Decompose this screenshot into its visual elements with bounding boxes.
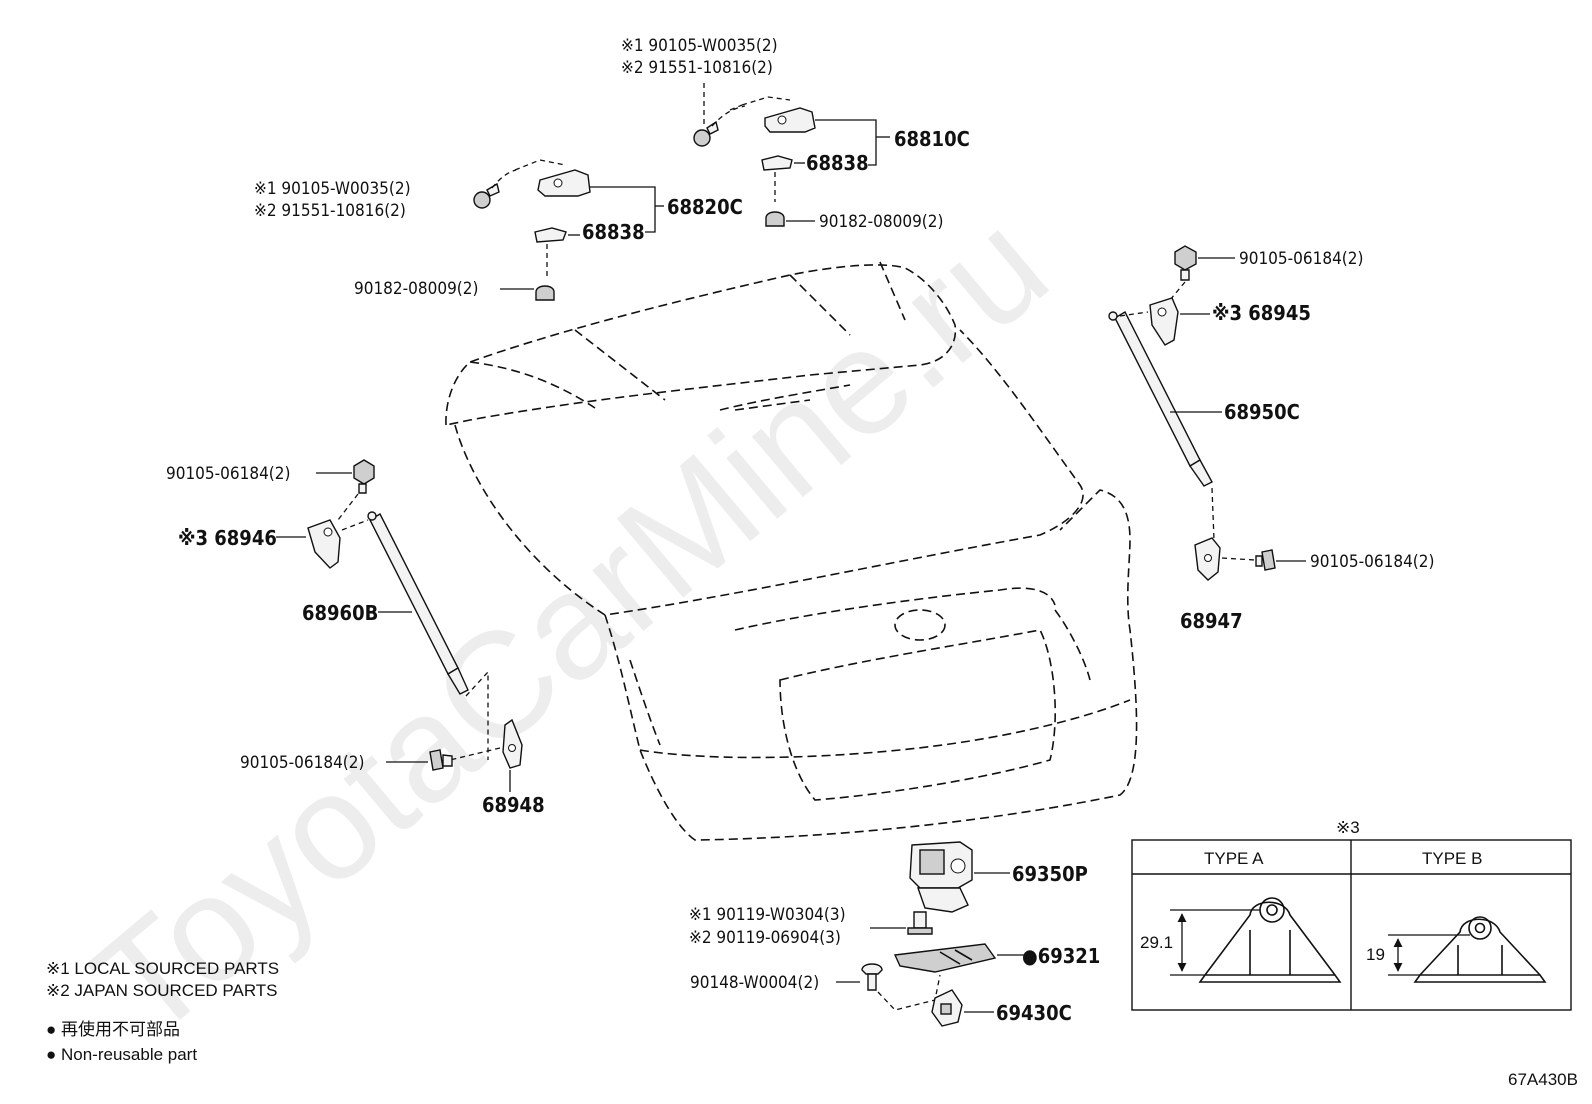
callout-90105-right-bottom: 90105-06184(2) [1310,552,1434,572]
type-a-bracket-drawing [1170,897,1342,983]
nut-90182-08009-right[interactable] [765,211,785,227]
switch-69430c[interactable] [931,989,963,1027]
screw-90119[interactable] [907,911,933,935]
callout-68948: 68948 [482,793,545,817]
callout-69321: ●69321 [1022,944,1100,968]
diagram-code: 67A430B [1508,1070,1578,1089]
callout-68820-note2: ※2 91551-10816(2) [254,201,406,221]
lock-assembly-69350p[interactable] [909,841,973,913]
callout-90105-right-top: 90105-06184(2) [1239,249,1363,269]
legend-local-sourced: ※1 LOCAL SOURCED PARTS [46,959,279,978]
type-a-dimension: 29.1 [1140,933,1173,952]
type-b-dimension: 19 [1366,945,1385,964]
callout-68810-note1: ※1 90105-W0035(2) [621,36,778,56]
bolt-90105-06184-right-bottom[interactable] [1255,549,1276,571]
bolt-90105-w0035-top-right[interactable] [693,120,719,147]
bracket-68948[interactable] [502,718,523,769]
callout-68950c: 68950C [1224,400,1300,424]
bracket-68945[interactable] [1149,297,1179,346]
callout-68945: ※3 68945 [1212,301,1311,325]
callout-90148: 90148-W0004(2) [690,973,819,993]
callout-90119-note1: ※1 90119-W0304(3) [689,905,846,925]
callout-68838-left: 68838 [582,220,645,244]
type-b-bracket-drawing [1388,916,1547,983]
callout-68960b: 68960B [302,601,378,625]
screw-90148-w0004[interactable] [861,963,883,991]
stay-68960b[interactable] [367,511,469,695]
callout-90105-left-bottom: 90105-06184(2) [240,753,364,773]
callout-90182-right: 90182-08009(2) [819,212,943,232]
callout-68838-right: 68838 [806,151,869,175]
cover-69321[interactable] [893,943,997,973]
bolt-90105-06184-right-top[interactable] [1174,245,1197,281]
callout-68820c: 68820C [667,195,743,219]
legend-nonreusable-jp: ● 再使用不可部品 [46,1019,180,1039]
shim-68838-left[interactable] [534,227,567,280]
watermark-text: ToyotaCarMine.ru [63,180,1078,1070]
callout-90105-left-top: 90105-06184(2) [166,464,290,484]
bolt-90105-06184-left-top[interactable] [353,459,375,494]
callout-68947: 68947 [1180,609,1243,633]
bolt-90105-06184-left-bottom[interactable] [429,749,453,771]
type-a-header: TYPE A [1204,849,1264,868]
type-b-header: TYPE B [1422,849,1482,868]
hinge-68810c[interactable] [729,96,816,133]
callout-68820-note1: ※1 90105-W0035(2) [254,179,411,199]
back-door-outline [445,261,1138,841]
type-table-mark: ※3 [1336,818,1360,837]
bracket-68946[interactable] [307,519,341,569]
stay-68950c[interactable] [1108,311,1213,487]
hinge-68820c[interactable] [514,159,591,197]
bolt-90105-w0035-top-left[interactable] [473,182,500,209]
legend-japan-sourced: ※2 JAPAN SOURCED PARTS [46,981,278,1000]
callout-68946: ※3 68946 [178,526,277,550]
callout-90182-left: 90182-08009(2) [354,279,478,299]
legend-nonreusable-en: ● Non-reusable part [46,1045,197,1064]
callout-69430c: 69430C [996,1001,1072,1025]
nut-90182-08009-left[interactable] [535,285,555,301]
shim-68838-right[interactable] [761,155,793,202]
callout-69350p: 69350P [1012,862,1088,886]
callout-68810c: 68810C [894,127,970,151]
type-table: ※3 TYPE A TYPE B 29.1 [1131,818,1572,1011]
callout-90119-note2: ※2 90119-06904(3) [689,928,841,948]
callout-68810-note2: ※2 91551-10816(2) [621,58,773,78]
bracket-68947[interactable] [1194,537,1221,581]
